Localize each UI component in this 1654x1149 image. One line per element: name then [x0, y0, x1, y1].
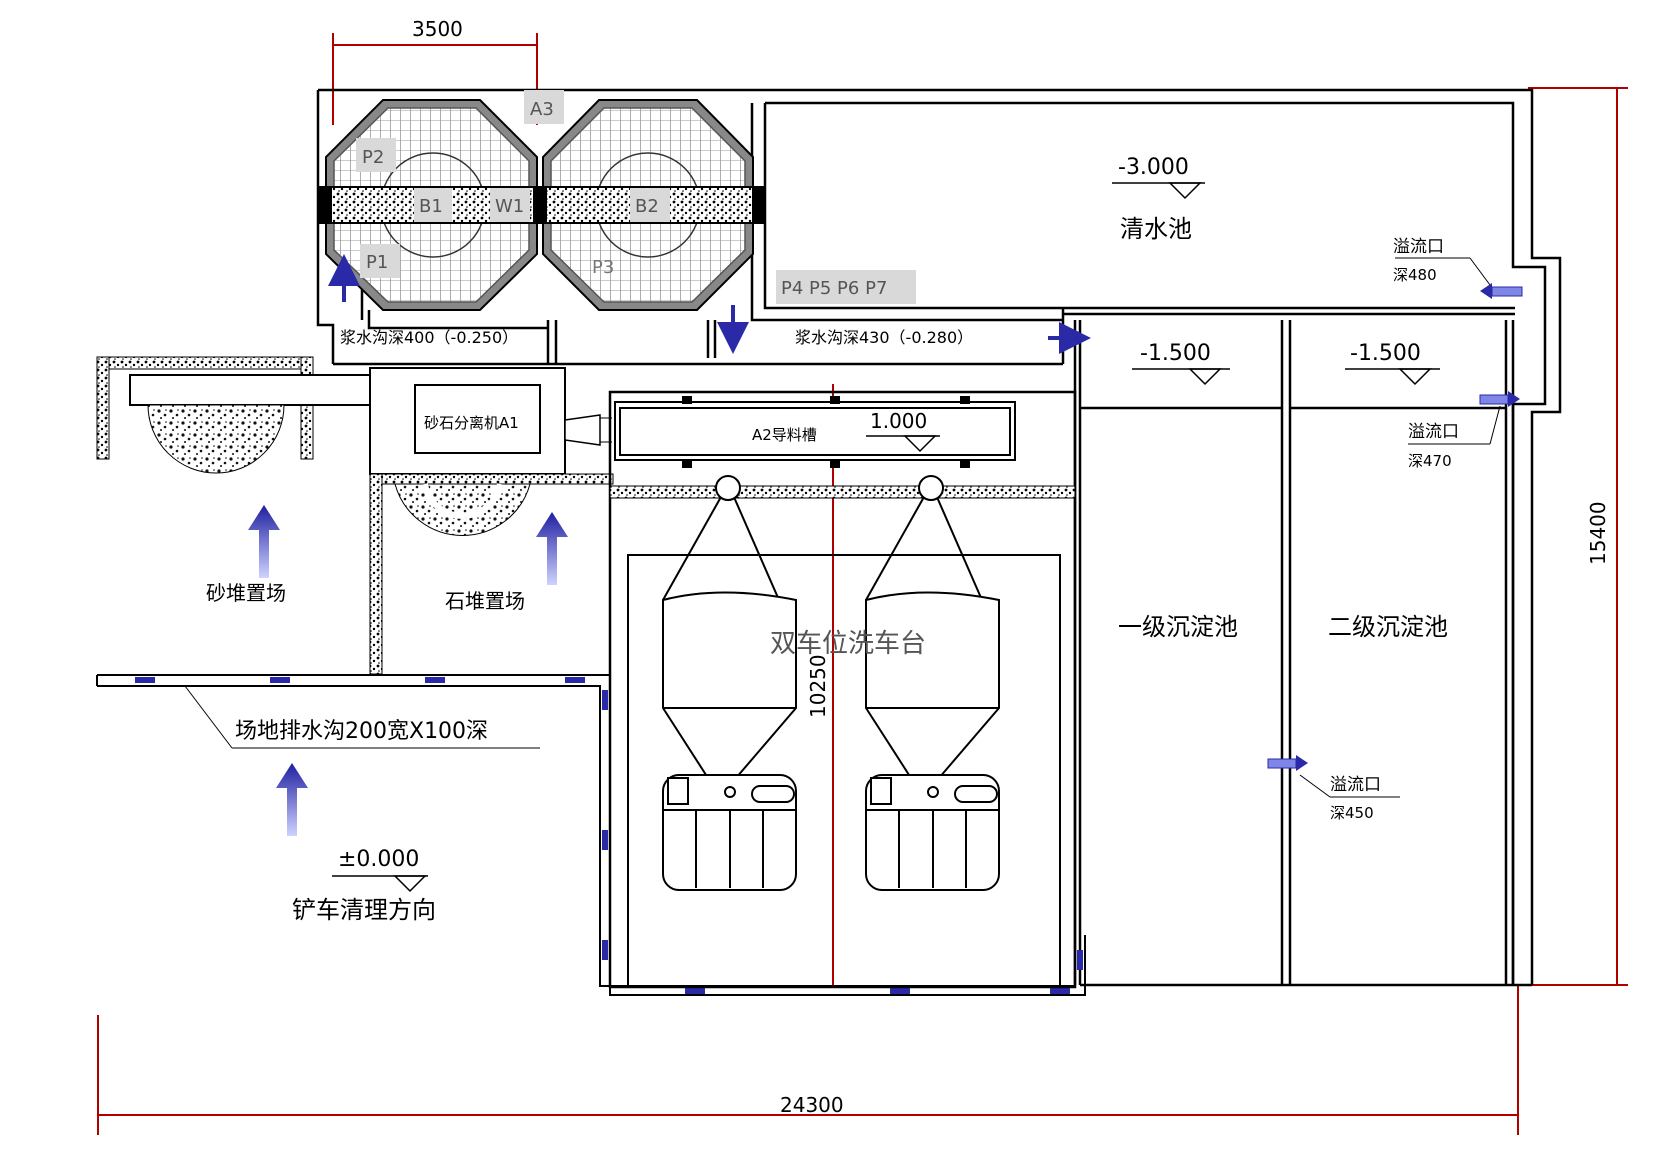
overflow-2-label: 溢流口: [1408, 422, 1459, 442]
tag-a3: A3: [530, 99, 554, 120]
tag-p1: P1: [366, 252, 388, 273]
separator-label: 砂石分离机A1: [424, 414, 519, 432]
screen-belt: [317, 186, 764, 224]
overflow-2-depth: 深470: [1408, 452, 1452, 470]
chute-elevation: 1.000: [870, 409, 927, 433]
stone-yard-area: [369, 473, 614, 675]
truck-left: [662, 475, 797, 891]
tag-w1: W1: [495, 196, 524, 217]
tag-b2: B2: [635, 196, 659, 217]
sed2-elevation: -1.500: [1350, 341, 1421, 366]
site-trench-label: 场地排水沟200宽X100深: [235, 719, 488, 744]
sedimentation-walls: [1073, 320, 1532, 987]
trench-flow-arrows: [135, 677, 1083, 994]
separator-machine: 砂石分离机A1: [369, 367, 612, 475]
trench-1-label: 浆水沟深400（-0.250）: [340, 328, 518, 347]
tag-p3: P3: [592, 257, 614, 278]
dim-total-height: 15400: [1586, 501, 1610, 565]
sed1-elevation: -1.500: [1140, 341, 1211, 366]
wash-platform-label: 双车位洗车台: [770, 629, 926, 659]
overflow-3-depth: 深450: [1330, 804, 1374, 822]
tag-p4-p7: P4 P5 P6 P7: [781, 278, 887, 299]
tag-b1: B1: [419, 196, 443, 217]
tag-p2: P2: [362, 147, 384, 168]
stone-yard-label: 石堆置场: [445, 589, 525, 613]
dim-total-width: 24300: [780, 1093, 844, 1117]
sand-yard-area: [96, 356, 371, 474]
clear-pool-elevation: -3.000: [1118, 155, 1189, 180]
dim-screen-width: 3500: [412, 17, 463, 41]
forklift-direction-label: 铲车清理方向: [292, 896, 436, 924]
sed1-label: 一级沉淀池: [1118, 613, 1238, 641]
arrow-forklift: [276, 763, 308, 836]
dimension-lines: [97, 33, 1628, 1135]
clear-pool-label: 清水池: [1120, 215, 1192, 243]
trench-2-label: 浆水沟深430（-0.280）: [795, 328, 973, 347]
arrow-stone-yard: [536, 512, 568, 585]
overflow-3-label: 溢流口: [1330, 775, 1381, 795]
ground-elevation: ±0.000: [338, 847, 419, 872]
dim-wash-length: 10250: [806, 654, 830, 718]
sed2-label: 二级沉淀池: [1328, 613, 1448, 641]
sand-yard-label: 砂堆置场: [206, 581, 286, 605]
chute-label: A2导料槽: [752, 426, 817, 444]
truck-right: [865, 475, 1000, 891]
overflow-1-label: 溢流口: [1393, 237, 1444, 257]
arrow-sand-yard: [248, 505, 280, 578]
overflow-1-depth: 深480: [1393, 266, 1437, 284]
